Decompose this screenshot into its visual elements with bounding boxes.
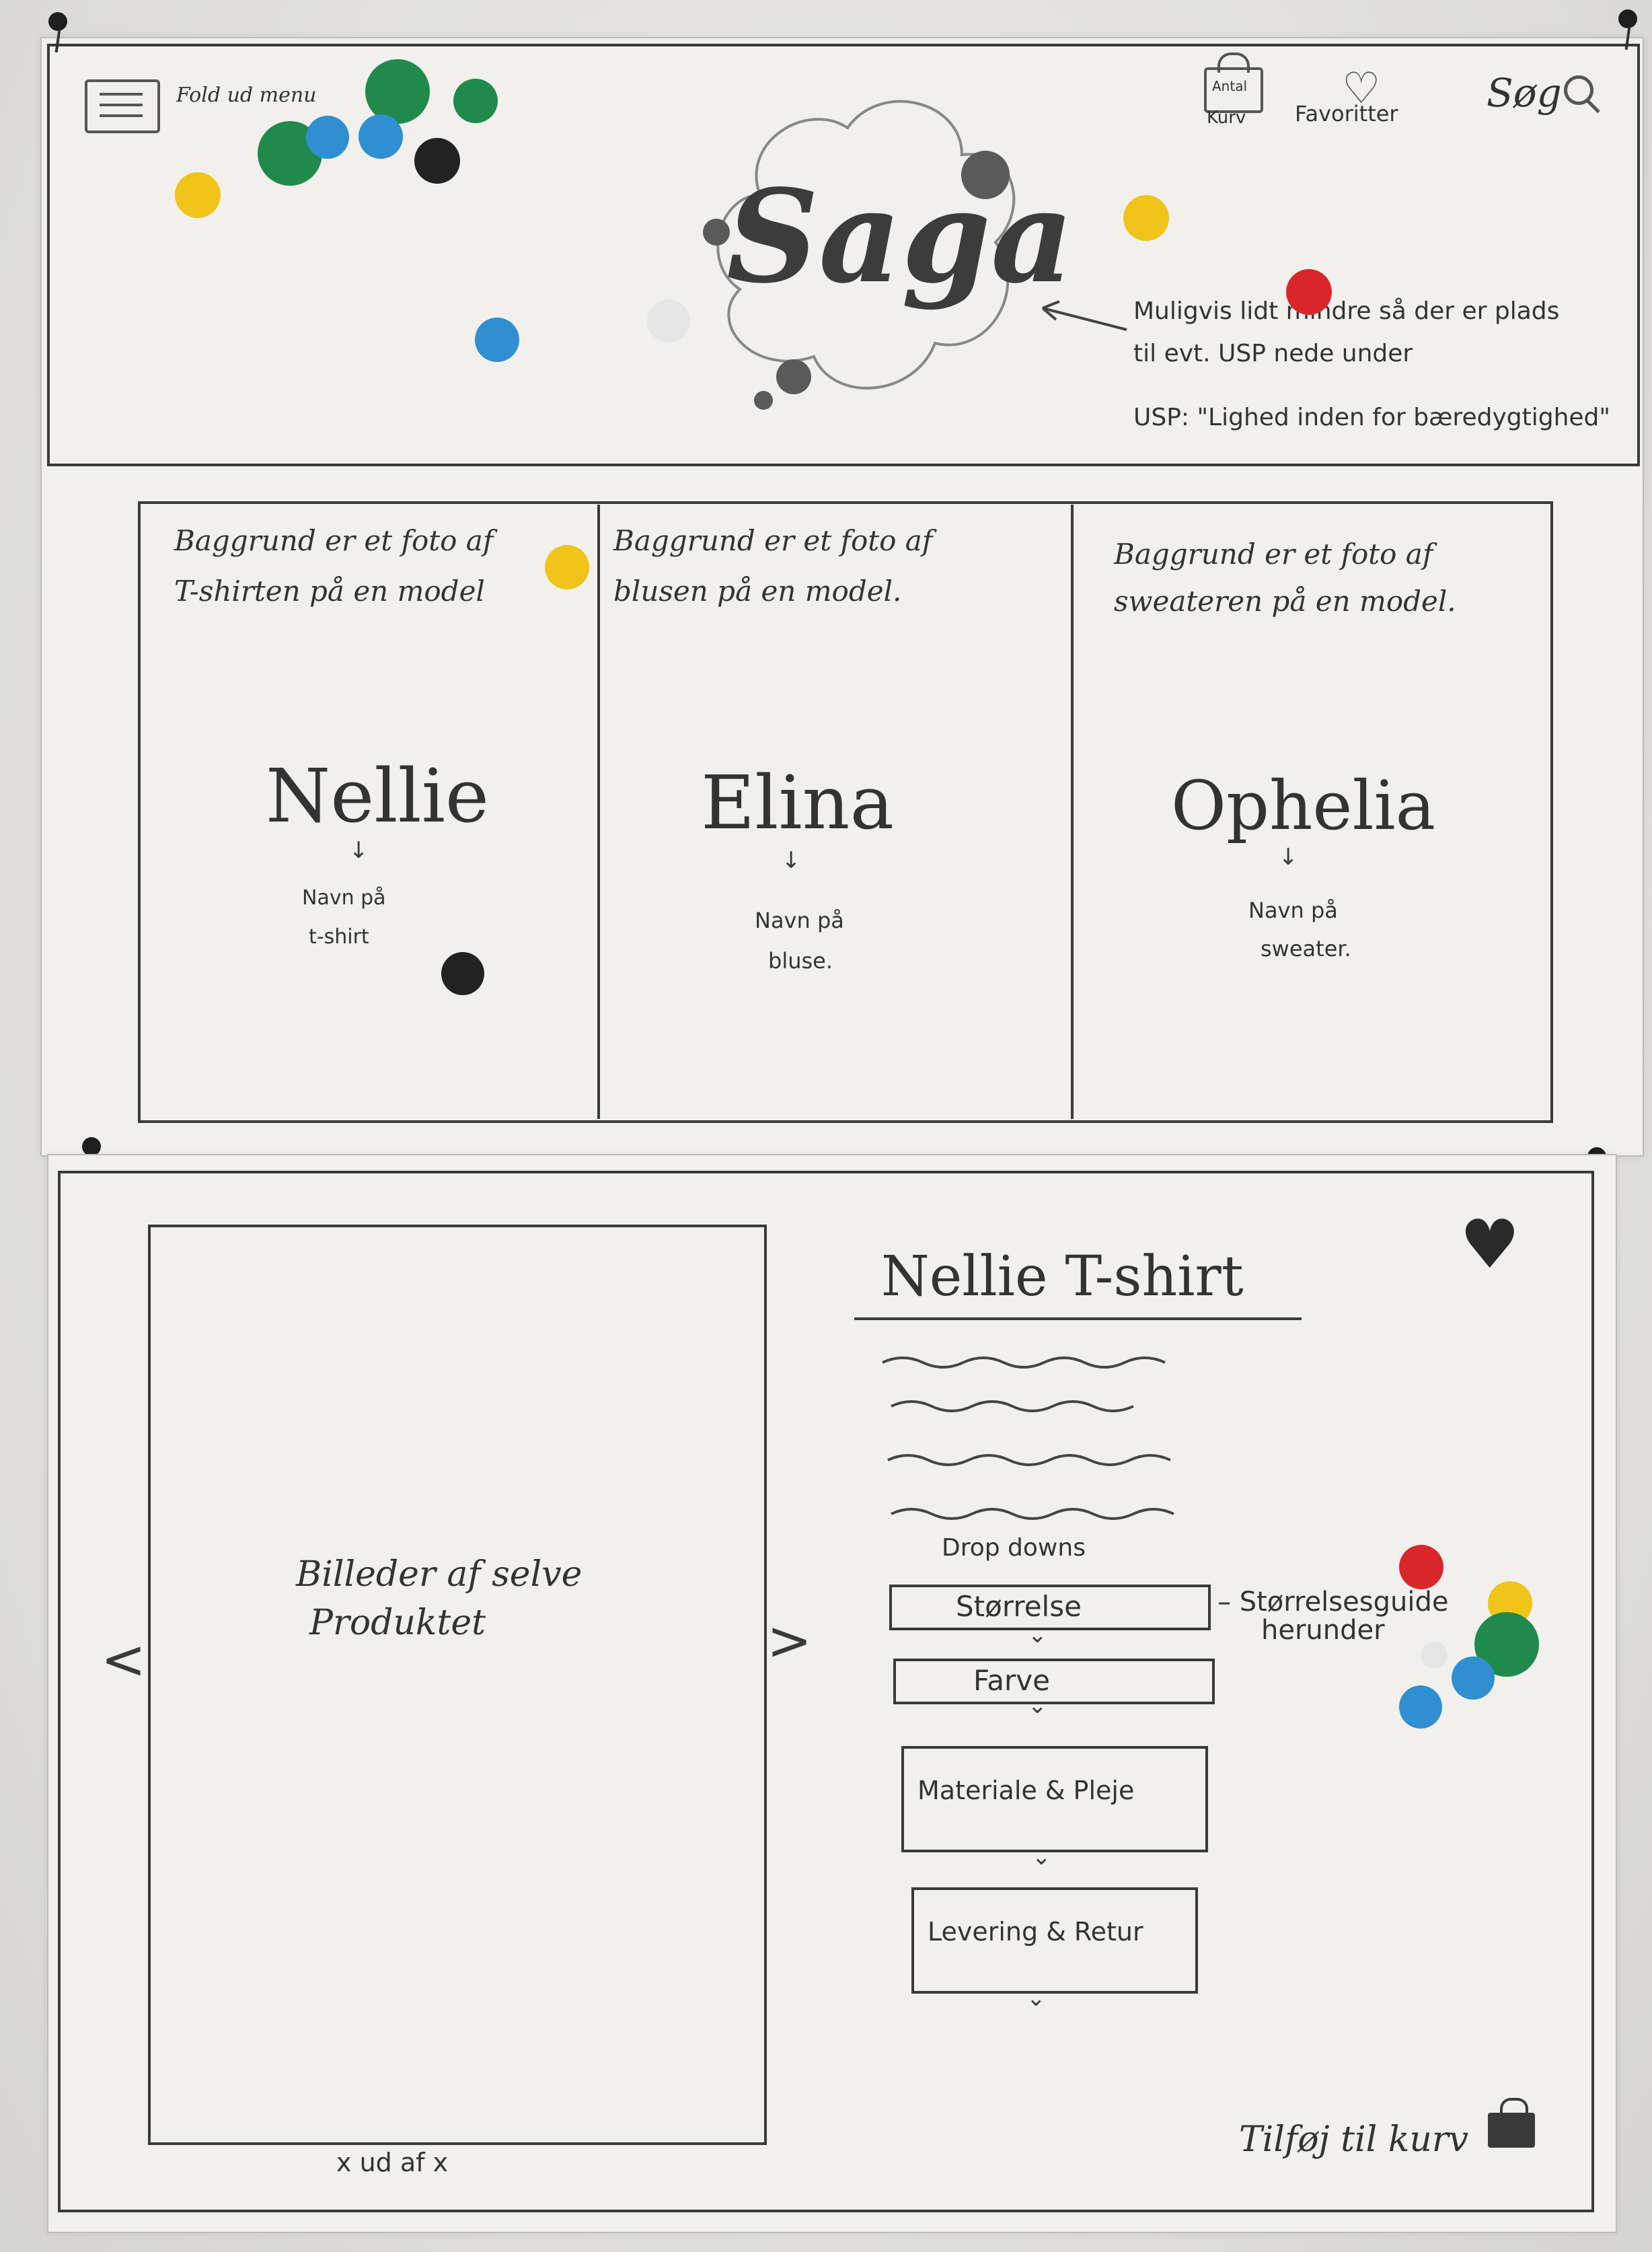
product-name: Ophelia [1171, 766, 1436, 845]
search-icon[interactable] [1564, 75, 1600, 114]
favorites-label[interactable]: Favoritter [1295, 101, 1398, 126]
search-label[interactable]: Søg [1487, 70, 1562, 116]
arrow-down-icon: ↓ [782, 847, 801, 874]
dropdown-material[interactable]: Materiale & Pleje [901, 1746, 1208, 1852]
size-guide-note-1: – Størrelsesguide [1217, 1587, 1449, 1618]
pin-icon [1618, 9, 1637, 28]
product-bg-note-1: Baggrund er et foto af [613, 524, 933, 557]
sticker-blue [359, 114, 403, 159]
grid-divider [597, 505, 600, 1119]
product-title: Nellie T-shirt [881, 1245, 1244, 1309]
top-sheet [40, 37, 1644, 1157]
heart-icon[interactable]: ♡ [1342, 64, 1381, 114]
cart-bag-icon[interactable] [1488, 2098, 1535, 2148]
sticker-blue [306, 116, 349, 159]
sticker-red [1286, 269, 1332, 315]
logo-cloud [703, 100, 1016, 410]
sticker-blue [1452, 1657, 1495, 1700]
sticker-green [365, 59, 430, 124]
product-card-elina[interactable]: Baggrund er et foto af blusen på en mode… [600, 504, 1071, 1116]
product-image-panel[interactable] [148, 1225, 767, 2145]
dropdown-color[interactable]: Farve [893, 1659, 1215, 1704]
chevron-down-icon[interactable]: ⌄ [1032, 1844, 1051, 1870]
product-name-note-2: t-shirt [309, 925, 369, 949]
dropdown-size[interactable]: Størrelse [889, 1585, 1211, 1630]
product-card-ophelia[interactable]: Baggrund er et foto af sweateren på en m… [1074, 504, 1544, 1116]
dropdown-label: Farve [973, 1664, 1051, 1697]
image-note-2: Produktet [309, 1603, 486, 1643]
arrow-down-icon: ↓ [349, 837, 369, 864]
product-name-note-2: bluse. [768, 948, 833, 974]
image-note-1: Billeder af selve [296, 1554, 583, 1595]
arrow-down-icon: ↓ [1279, 844, 1298, 871]
product-grid [138, 501, 1553, 1123]
sticker-blue [475, 318, 519, 362]
sticker-blue [1399, 1685, 1442, 1729]
sticker-red [1399, 1545, 1443, 1589]
sticker-white [647, 299, 690, 342]
chevron-down-icon[interactable]: ⌄ [1028, 1622, 1047, 1648]
product-bg-note-2: T-shirten på en model [174, 575, 485, 608]
dropdown-label: Størrelse [956, 1590, 1082, 1623]
product-bg-note-1: Baggrund er et foto af [1114, 538, 1433, 571]
prev-arrow-icon[interactable]: < [101, 1628, 147, 1691]
logo-note-2: til evt. USP nede under [1133, 340, 1413, 367]
product-name-note-1: Navn på [302, 886, 386, 910]
product-name-note-1: Navn på [755, 908, 844, 933]
header-frame [47, 44, 1640, 466]
sticker-black [441, 952, 484, 995]
product-bg-note-1: Baggrund er et foto af [174, 524, 494, 557]
title-underline [854, 1317, 1302, 1320]
product-card-nellie[interactable]: Baggrund er et foto af T-shirten på en m… [141, 504, 597, 1116]
dropdown-label: Levering & Retur [928, 1917, 1143, 1947]
cart-count: Antal [1212, 78, 1248, 94]
sticker-yellow [1123, 195, 1169, 241]
menu-note: Fold ud menu [176, 83, 317, 107]
hamburger-menu-icon[interactable] [85, 79, 160, 133]
image-counter: x ud af x [336, 2148, 449, 2177]
product-name-note-1: Navn på [1248, 898, 1338, 923]
bottom-sheet [47, 1154, 1617, 2233]
grid-divider [1071, 505, 1074, 1119]
product-name: Elina [701, 760, 895, 846]
product-name: Nellie [266, 753, 489, 839]
pin-icon [48, 12, 67, 31]
add-to-cart-button[interactable]: Tilføj til kurv [1239, 2119, 1469, 2160]
sticker-yellow [545, 545, 589, 589]
dropdowns-label: Drop downs [942, 1534, 1086, 1562]
cart-icon[interactable]: Antal [1204, 52, 1263, 113]
sticker-black [414, 138, 460, 184]
dropdown-delivery[interactable]: Levering & Retur [911, 1887, 1198, 1994]
product-bg-note-2: sweateren på en model. [1114, 585, 1456, 618]
detail-frame [58, 1171, 1594, 2212]
chevron-down-icon[interactable]: ⌄ [1028, 1692, 1047, 1719]
logo[interactable]: Saga [726, 161, 1074, 312]
dropdown-label: Materiale & Pleje [917, 1776, 1135, 1805]
logo-note-1: Muligvis lidt mindre så der er plads [1133, 297, 1560, 325]
sticker-green [453, 79, 498, 123]
arrow-icon [1041, 300, 1127, 331]
product-bg-note-2: blusen på en model. [613, 575, 902, 608]
sticker-yellow [175, 172, 221, 218]
chevron-down-icon[interactable]: ⌄ [1026, 1985, 1046, 2012]
pin-icon [82, 1137, 101, 1156]
sticker-white [1421, 1642, 1448, 1669]
usp-note: USP: "Lighed inden for bæredygtighed" [1133, 404, 1610, 431]
favorite-heart-icon[interactable]: ♥ [1460, 1205, 1520, 1284]
description-placeholder [882, 1356, 1174, 1520]
size-guide-note-2: herunder [1261, 1615, 1385, 1646]
next-arrow-icon[interactable]: > [767, 1609, 813, 1672]
product-name-note-2: sweater. [1261, 936, 1351, 961]
cart-label[interactable]: Kurv [1207, 108, 1246, 128]
